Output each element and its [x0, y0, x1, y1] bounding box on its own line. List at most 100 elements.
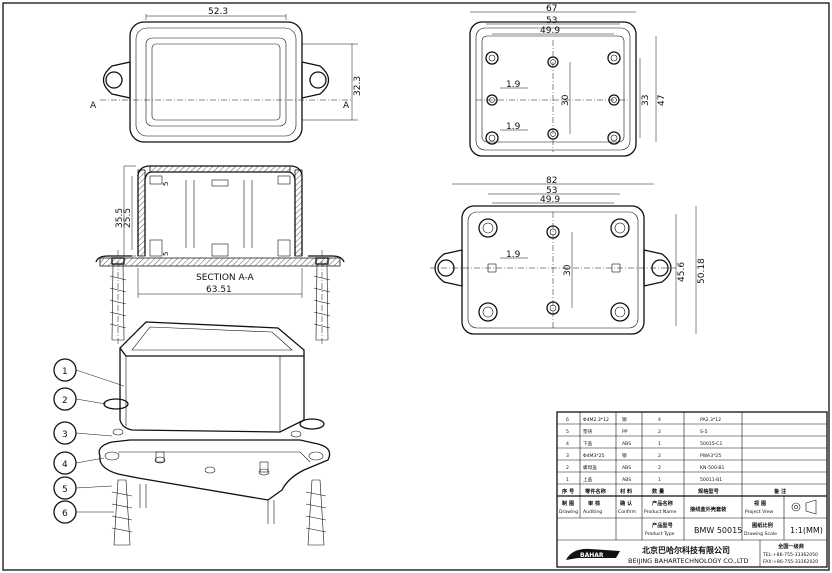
dim-5-bottom: 5 — [162, 252, 170, 256]
drawing-scale-value: 1:1(MM) — [790, 526, 823, 535]
bom-cell-spec: PWA3*25 — [700, 453, 721, 459]
bom-cell-qty: 4 — [658, 417, 661, 423]
bom-cell-name: 垫块 — [583, 428, 593, 435]
bom-cell-qty: 2 — [658, 429, 661, 435]
dim-49-9-top: 49.9 — [540, 26, 560, 36]
callout-4: 4 — [62, 460, 68, 470]
bom-cell-mat: 钢 — [622, 416, 627, 423]
title-block: 制 图 Drawing 审 核 Auditing 确 认 Confirm 产品名… — [557, 496, 827, 567]
bom-cell-qty: 1 — [658, 441, 661, 447]
section-marker-left: A — [90, 101, 97, 111]
bom-cell-qty: 1 — [658, 477, 661, 483]
top-view-lid: 52.3 32.3 A A — [90, 7, 363, 143]
bom-header-name: 零件名称 — [584, 487, 607, 495]
callout-3: 3 — [62, 430, 68, 440]
callout-1: 1 — [62, 367, 68, 377]
drawing-scale-cn: 图纸比例 — [752, 521, 773, 529]
section-marker-right: A — [343, 101, 350, 111]
callout-2: 2 — [62, 396, 68, 406]
dim-63-51: 63.51 — [206, 285, 232, 295]
bom-header-qty: 数 量 — [652, 487, 665, 495]
bom-cell-name: 上盖 — [583, 476, 593, 483]
bom-cell-mat: ABS — [622, 441, 631, 447]
project-view-cn: 视 图 — [754, 499, 766, 507]
dim-49-9-bottom: 49.9 — [540, 195, 560, 205]
dim-52-3: 52.3 — [208, 7, 228, 17]
callout-5: 5 — [62, 485, 68, 495]
bom-cell-mat: ABS — [622, 465, 631, 471]
dim-1-9-b: 1.9 — [506, 122, 521, 132]
auditing-label: Auditing — [583, 509, 602, 515]
section-a-a-view: 35.5 25.5 5 5 SECTION A-A 63.51 — [95, 165, 345, 346]
dim-32-3: 32.3 — [353, 76, 363, 96]
dim-53-bottom: 53 — [546, 186, 557, 196]
dim-50-18: 50.18 — [697, 258, 707, 284]
bom-header-material: 材 料 — [619, 487, 633, 495]
bom-cell-no: 1 — [566, 477, 569, 483]
company-name-cn: 北京巴哈尔科技有限公司 — [642, 545, 730, 555]
project-view-label: Project View — [745, 509, 773, 515]
dim-53-top: 53 — [546, 16, 557, 26]
bom-cell-spec: S-5 — [700, 429, 708, 435]
bom-header-no: 序 号 — [562, 487, 574, 495]
company-name-en: BEIJING BAHARTECHNOLOGY CO.,LTD — [628, 557, 749, 565]
dim-1-9-bottom: 1.9 — [506, 250, 521, 260]
dim-25-5: 25.5 — [123, 208, 133, 228]
confirm-cn: 确 认 — [620, 499, 633, 507]
bom-cell-spec: 50015-C1 — [700, 441, 722, 447]
dim-47: 47 — [657, 95, 667, 106]
drawing-scale-label: Drawing Scale — [744, 531, 777, 537]
bom-cell-no: 4 — [566, 441, 569, 447]
confirm-label: Confirm — [618, 509, 637, 515]
product-type-label: Product Type — [645, 531, 675, 537]
bill-of-materials: 6 Φ4M2.3*12 钢 4 PA2.3*12 5 垫块 PP 2 S-5 4 下盖 ABS 1 5001… — [556, 411, 828, 568]
bom-cell-qty: 2 — [658, 465, 661, 471]
dim-30-bottom: 30 — [563, 264, 573, 276]
bom-header-remark: 备 注 — [773, 487, 787, 495]
bom-cell-mat: 钢 — [622, 452, 627, 459]
interior-view-lid: 67 53 49.9 1.9 1.9 30 33 47 — [469, 4, 667, 157]
contact-label: 全国一级商 — [777, 542, 804, 550]
drawing-label: Drawing — [559, 509, 578, 515]
dim-5-top: 5 — [162, 182, 170, 186]
logo-text: BAHAR — [580, 552, 604, 559]
product-type-value: BMW 50015 — [694, 526, 742, 535]
bom-cell-no: 5 — [566, 429, 569, 435]
callouts: 1 2 3 4 5 6 — [53, 358, 125, 524]
dim-45-6: 45.6 — [677, 262, 687, 282]
auditing-cn: 审 核 — [588, 499, 601, 507]
dim-1-9-a: 1.9 — [506, 80, 521, 90]
bom-cell-mat: ABS — [622, 477, 631, 483]
interior-view-base: 82 53 49.9 1.9 30 45.6 50.18 — [430, 176, 707, 335]
callout-6: 6 — [62, 509, 68, 519]
bom-cell-name: Φ4M2.3*12 — [583, 417, 609, 423]
dim-82: 82 — [546, 176, 557, 186]
bom-cell-name: 下盖 — [583, 440, 593, 447]
bahar-logo: BAHAR — [566, 548, 620, 560]
bom-cell-no: 2 — [566, 465, 569, 471]
isometric-assembly — [98, 321, 331, 546]
dim-67: 67 — [546, 4, 557, 14]
product-type-cn: 产品型号 — [652, 521, 673, 529]
bom-cell-name: 螺母盖 — [583, 464, 597, 471]
dim-35-5: 35.5 — [115, 208, 125, 228]
section-label: SECTION A-A — [196, 273, 255, 283]
bom-cell-name: Φ4M3*25 — [583, 453, 605, 459]
bom-cell-spec: 50011-B1 — [700, 477, 722, 483]
product-name-label: Product Name — [644, 509, 677, 515]
bom-cell-mat: PP — [622, 429, 628, 435]
bom-cell-no: 6 — [566, 417, 569, 423]
bom-cell-spec: PA2.3*12 — [700, 417, 721, 423]
dim-33: 33 — [641, 95, 651, 106]
bom-header-spec: 规格型号 — [698, 487, 719, 495]
bom-cell-no: 3 — [566, 453, 569, 459]
product-name-cn: 产品名称 — [652, 499, 674, 507]
bom-cell-spec: KN-500-B1 — [700, 465, 725, 471]
fax: FAX:+86-755-33362020 — [763, 559, 818, 565]
tel: TEL:+86-755-33362050 — [762, 552, 818, 558]
product-name-value: 接线盒外壳套装 — [690, 505, 727, 513]
drawing-cn: 制 图 — [562, 499, 574, 507]
bom-cell-qty: 2 — [658, 453, 661, 459]
